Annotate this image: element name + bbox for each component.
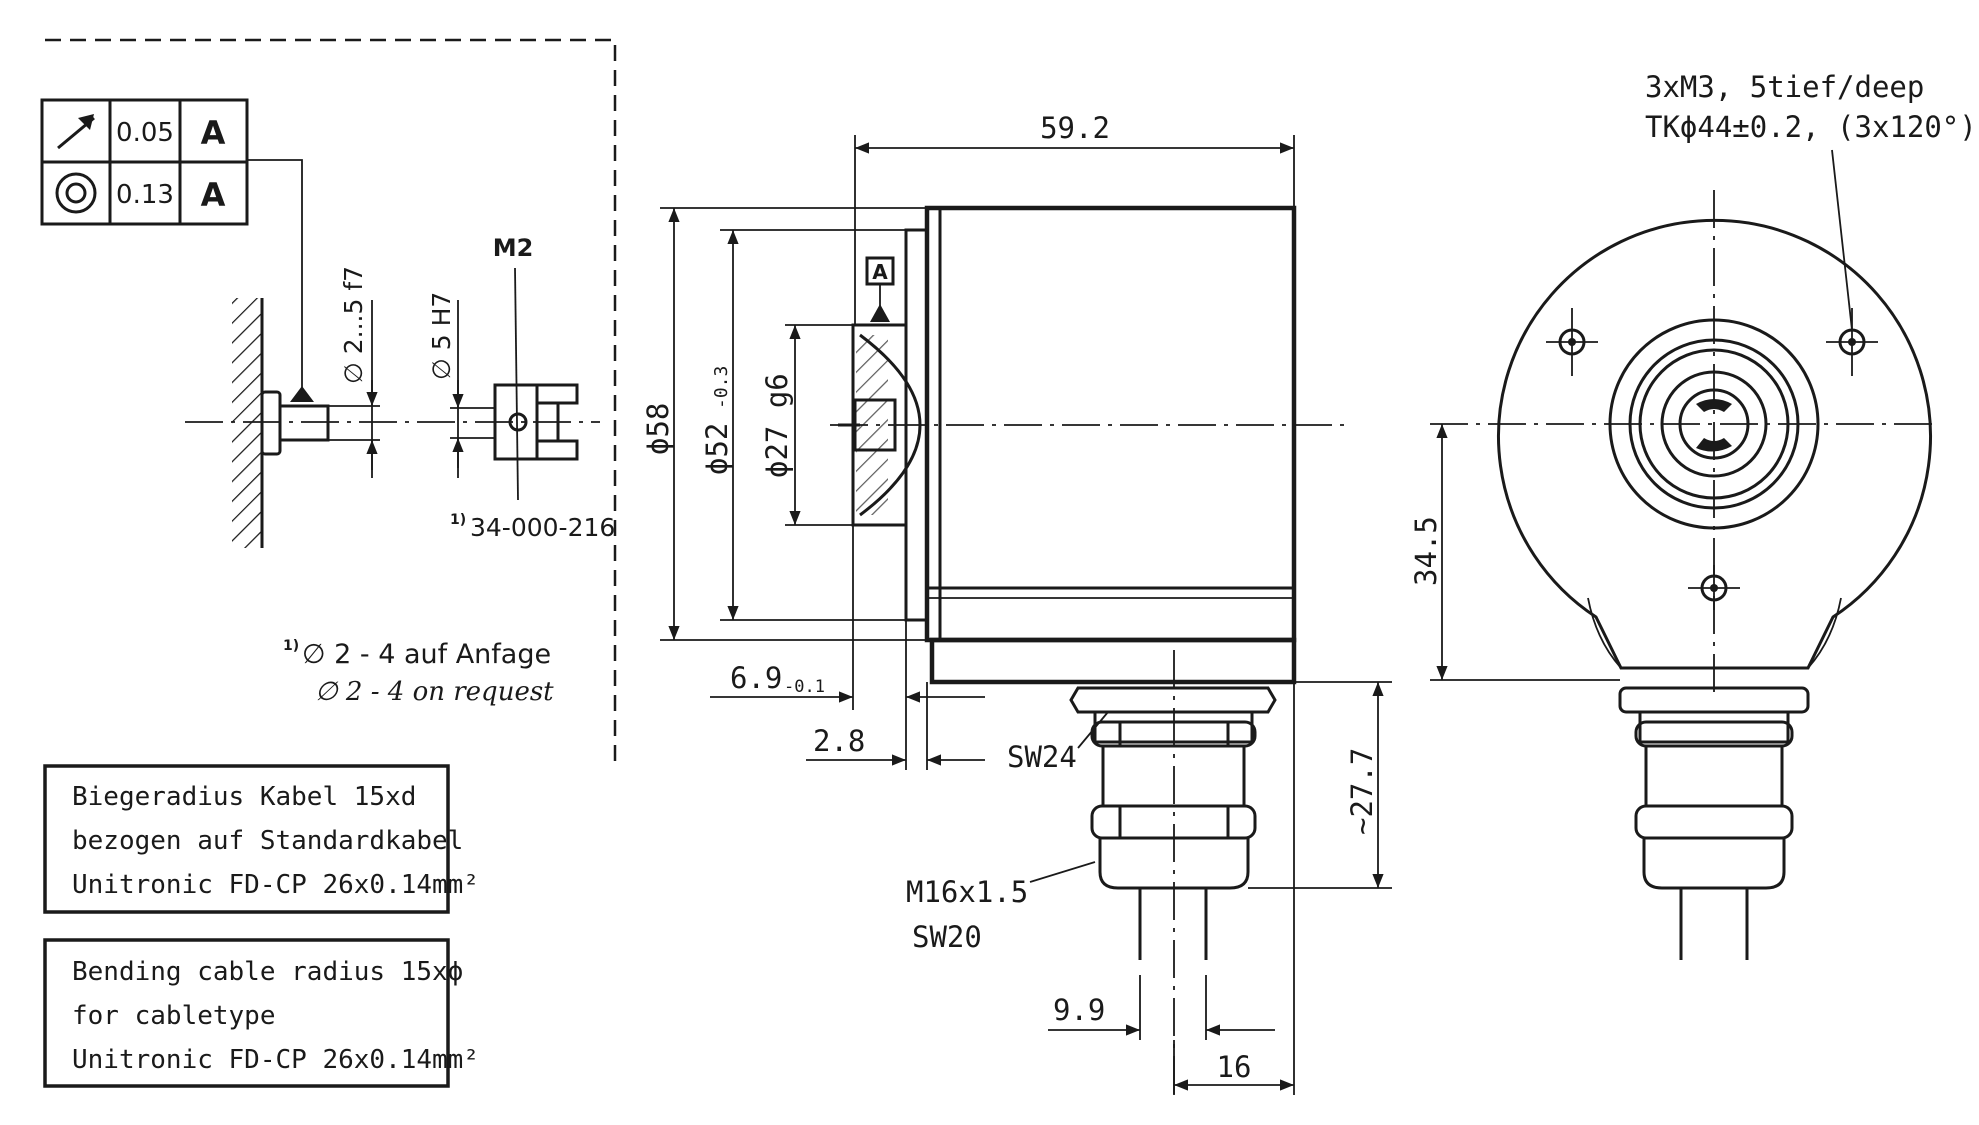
coupling-detail: 0.05 A 0.13 A ∅ 2...5 f7 ∅ 5 H7 xyxy=(40,38,617,765)
flange-thickness-tol: -0.1 xyxy=(784,677,825,697)
part-number-label: 34-000-216 xyxy=(470,513,615,542)
gland-wrench-label: SW24 xyxy=(1007,740,1077,774)
note-en-line1: Bending cable radius 15xϕ xyxy=(72,957,463,987)
footnote-de: ∅ 2 - 4 auf Anfage xyxy=(302,639,551,670)
mounting-hole-1 xyxy=(1546,308,1598,376)
note-box-en: Bending cable radius 15xϕ for cabletype … xyxy=(43,938,479,1088)
part-footnote-mark: 1) xyxy=(450,512,466,528)
note-en-line3: Unitronic FD-CP 26x0.14mm² xyxy=(72,1045,479,1075)
detail-dashed-border xyxy=(45,38,617,765)
note-en-line2: for cabletype xyxy=(72,1001,276,1031)
center-height-label: 34.5 xyxy=(1409,516,1443,586)
mounting-hole-2 xyxy=(1826,308,1878,376)
note-box-de: Biegeradius Kabel 15xd bezogen auf Stand… xyxy=(43,764,479,914)
gland-height-label: ~27.7 xyxy=(1345,748,1379,835)
shaft-stub xyxy=(260,390,282,456)
body-dia-label: ϕ58 xyxy=(641,403,675,455)
tolerance-frame: 0.05 A 0.13 A xyxy=(40,98,314,402)
datum-label: A xyxy=(872,260,888,284)
concentricity-icon xyxy=(55,172,97,214)
tol-value-1: 0.05 xyxy=(116,118,174,148)
length-label: 59.2 xyxy=(1040,111,1110,145)
set-screw-icon xyxy=(508,412,528,432)
shaft-dia-label: ∅ 2...5 f7 xyxy=(339,266,368,384)
housing xyxy=(924,205,1297,643)
cable-gland xyxy=(1069,686,1277,1040)
connector-housing xyxy=(929,637,1297,685)
gland-offset-label: 16 xyxy=(1217,1050,1252,1084)
footnote-mark: 1) xyxy=(283,638,299,654)
tol-datum-2: A xyxy=(201,176,226,214)
front-housing-outline xyxy=(1497,218,1932,670)
screw-label: M2 xyxy=(493,234,534,262)
bore-dia-label: ∅ 5 H7 xyxy=(427,292,456,380)
spigot-length-label: 2.8 xyxy=(813,724,865,758)
flange-dia-label: ϕ52 xyxy=(700,423,734,475)
note-de-line3: Unitronic FD-CP 26x0.14mm² xyxy=(72,870,479,900)
coupling-part xyxy=(493,383,579,461)
side-view: A 59.2 ϕ58 ϕ52 -0.3 ϕ27 g6 6.9 -0.1 xyxy=(641,111,1392,1095)
tol-value-2: 0.13 xyxy=(116,180,174,210)
hole-spec-line2: TKϕ44±0.2, (3x120°) xyxy=(1645,110,1977,144)
mounting-wall xyxy=(232,298,264,548)
footnote-en: ∅ 2 - 4 on request xyxy=(315,677,554,707)
cable-dia-label: 9.9 xyxy=(1053,993,1105,1027)
note-de-line2: bezogen auf Standardkabel xyxy=(72,826,463,856)
gland-thread-label-2: SW20 xyxy=(912,920,982,954)
front-cable-gland xyxy=(1618,686,1810,960)
shaft xyxy=(278,404,330,442)
hole-spec-line1: 3xM3, 5tief/deep xyxy=(1645,70,1924,104)
front-view: 3xM3, 5tief/deep TKϕ44±0.2, (3x120°) 34.… xyxy=(1409,70,1977,960)
gland-thread-label-1: M16x1.5 xyxy=(906,875,1028,909)
tol-datum-1: A xyxy=(201,114,226,152)
flange-dia-tol: -0.3 xyxy=(711,366,732,409)
spigot-dia-label: ϕ27 g6 xyxy=(760,373,794,478)
circular-runout-icon xyxy=(57,114,95,150)
note-de-line1: Biegeradius Kabel 15xd xyxy=(72,782,416,812)
flange-thickness-label: 6.9 xyxy=(730,661,782,695)
